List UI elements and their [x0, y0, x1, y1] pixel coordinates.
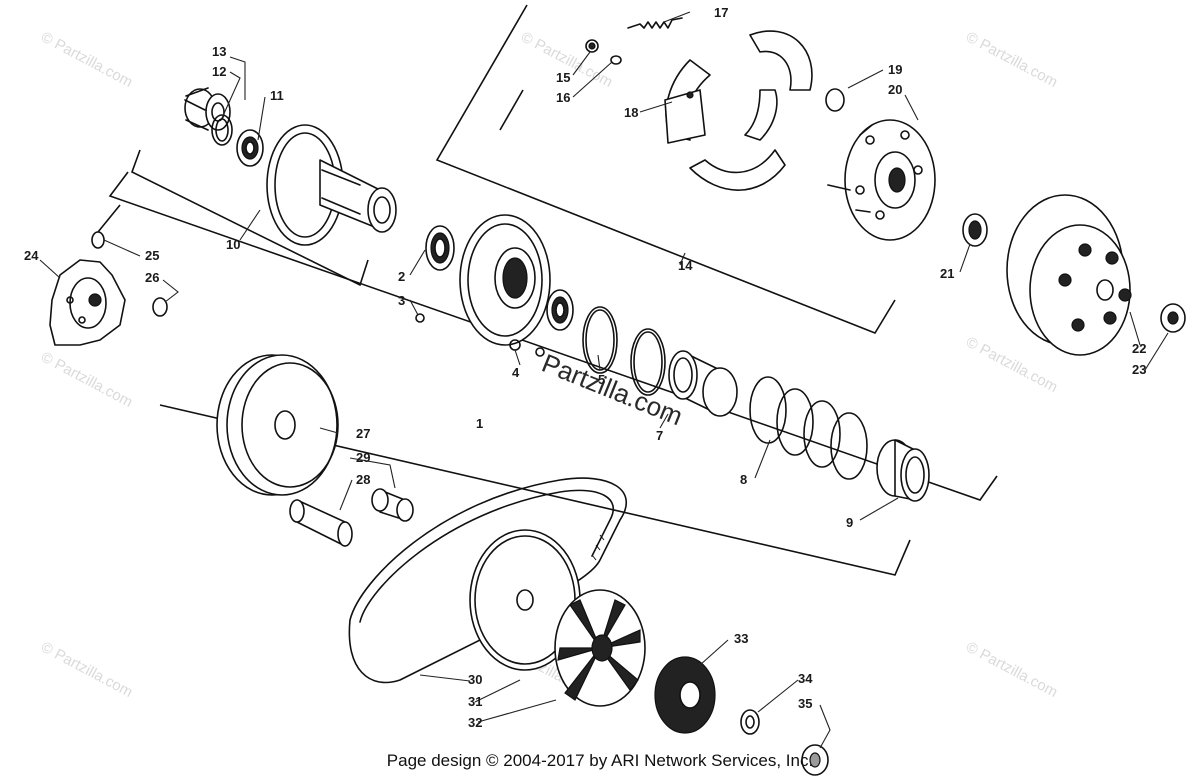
part-fan-pulley	[554, 589, 646, 707]
callout-9: 9	[846, 515, 853, 530]
callout-30: 30	[468, 672, 482, 687]
callout-10: 10	[226, 237, 240, 252]
part-spring-seat	[876, 439, 930, 502]
leader-lines	[39, 11, 1169, 749]
part-nut	[962, 213, 988, 247]
callout-12: 12	[212, 64, 226, 79]
copyright-footer: Page design © 2004-2017 by ARI Network S…	[386, 751, 814, 770]
callout-33: 33	[734, 631, 748, 646]
watermark-text: © Partzilla.com	[38, 29, 135, 91]
callout-1: 1	[476, 416, 483, 431]
callout-19: 19	[888, 62, 902, 77]
callout-3: 3	[398, 293, 405, 308]
part-driven-sheave	[266, 124, 397, 246]
assembly-brackets	[97, 4, 998, 576]
part-collar-bushing	[371, 488, 414, 522]
part-oil-seal	[425, 225, 455, 271]
callout-8: 8	[740, 472, 747, 487]
part-drive-face	[216, 354, 339, 496]
bracket-assembly-10	[131, 149, 369, 287]
part-movable-sheave	[459, 214, 551, 357]
callout-4: 4	[512, 365, 520, 380]
watermark-text: © Partzilla.com	[963, 639, 1060, 701]
callout-14: 14	[678, 258, 693, 273]
bracket-edge	[97, 204, 121, 233]
part-sleeve-bushing	[289, 499, 353, 547]
part-needle-bearing	[184, 87, 231, 131]
part-drive-belt	[348, 477, 627, 684]
part-clip	[585, 39, 622, 65]
callout-22: 22	[1132, 341, 1146, 356]
callout-17: 17	[714, 5, 728, 20]
callout-20: 20	[888, 82, 902, 97]
part-hex-nut	[801, 744, 829, 776]
callout-31: 31	[468, 694, 482, 709]
part-drive-plate	[654, 656, 716, 734]
callout-18: 18	[624, 105, 638, 120]
callout-26: 26	[145, 270, 159, 285]
watermark-text: © Partzilla.com	[963, 29, 1060, 91]
callout-5: 5	[598, 372, 605, 387]
part-collar	[668, 350, 738, 417]
callout-15: 15	[556, 70, 570, 85]
part-slider	[91, 231, 168, 317]
part-ramp-plate	[49, 259, 126, 346]
bracket-bottom	[159, 404, 911, 576]
watermark-text: © Partzilla.com	[963, 334, 1060, 396]
part-pin	[415, 313, 425, 323]
watermark-text: © Partzilla.com	[38, 349, 135, 411]
part-clutch-shoe	[664, 30, 813, 191]
part-spring	[749, 376, 868, 480]
part-washer	[740, 709, 760, 735]
callout-2: 2	[398, 269, 405, 284]
bracket-assembly-1	[108, 171, 998, 501]
part-oil-seal-inner	[546, 289, 574, 331]
callout-11: 11	[270, 88, 284, 103]
callout-28: 28	[356, 472, 370, 487]
callout-35: 35	[798, 696, 812, 711]
callout-16: 16	[556, 90, 570, 105]
callout-13: 13	[212, 44, 226, 59]
part-ball-bearing	[236, 129, 264, 167]
watermark-text: © Partzilla.com	[38, 639, 135, 701]
part-clutch-spring	[627, 17, 683, 29]
part-flange-nut	[1160, 303, 1186, 333]
callout-29: 29	[356, 450, 370, 465]
part-clutch-plate	[825, 88, 936, 241]
callout-21: 21	[940, 266, 954, 281]
callout-23: 23	[1132, 362, 1146, 377]
callout-27: 27	[356, 426, 370, 441]
part-clutch-drum	[1006, 194, 1132, 356]
callout-labels: 13 12 11 10 2 3 4 5 7 8 9 1 17 15 16 18 …	[24, 5, 1146, 730]
callout-25: 25	[145, 248, 159, 263]
bracket-edge	[499, 89, 524, 131]
callout-32: 32	[468, 715, 482, 730]
callout-34: 34	[798, 671, 813, 686]
callout-24: 24	[24, 248, 39, 263]
part-snap-ring	[211, 114, 233, 146]
callout-7: 7	[656, 428, 663, 443]
bracket-assembly-14	[435, 4, 896, 334]
